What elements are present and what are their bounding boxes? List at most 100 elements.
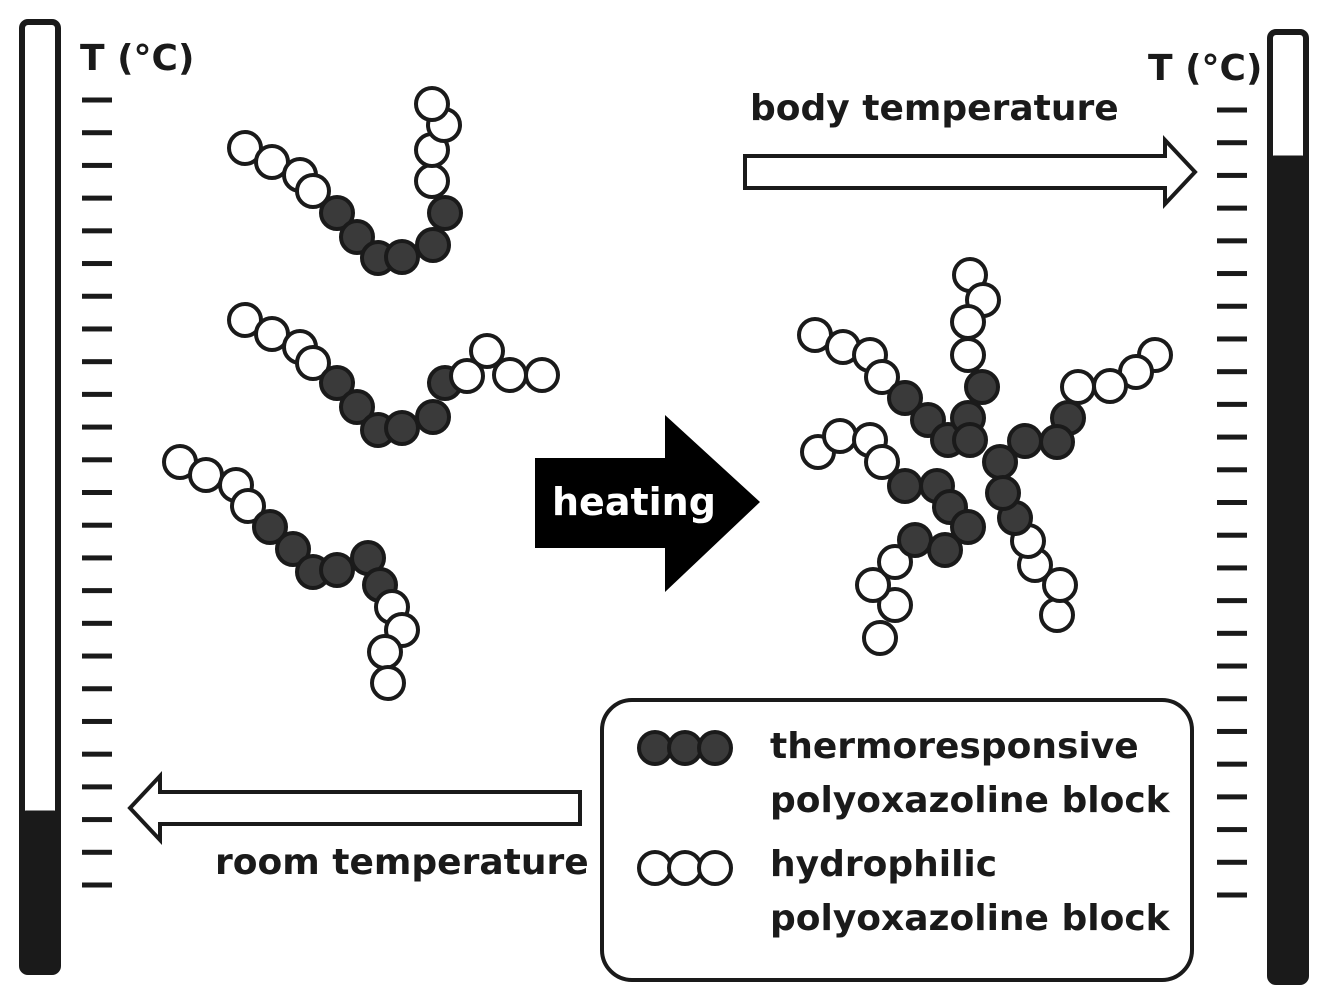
hydrophilic-bead <box>449 358 485 394</box>
thermoresponsive-bead <box>950 509 986 545</box>
right-tick <box>1217 401 1247 407</box>
left-tick <box>82 130 112 136</box>
legend-hydrophilic-bead <box>637 850 673 886</box>
right-tick <box>1217 859 1247 865</box>
right-tick <box>1217 369 1247 375</box>
legend-beads <box>637 730 733 886</box>
thermoresponsive-bead <box>319 552 355 588</box>
thermoresponsive-bead <box>339 389 375 425</box>
right-tick <box>1217 140 1247 146</box>
right-tick <box>1217 794 1247 800</box>
hydrophilic-bead <box>414 86 450 122</box>
left-tick <box>82 882 112 888</box>
right-tick <box>1217 467 1247 473</box>
left-tick <box>82 359 112 365</box>
right-tick <box>1217 336 1247 342</box>
right-tick <box>1217 598 1247 604</box>
polymer-chain-1 <box>227 86 463 276</box>
left-tick <box>82 195 112 201</box>
polymer-chain-3 <box>162 444 420 701</box>
hydrophilic-bead <box>877 544 913 580</box>
right-tick <box>1217 663 1247 669</box>
thermoresponsive-bead <box>415 227 451 263</box>
thermoresponsive-bead <box>1007 423 1043 459</box>
right-tick <box>1217 761 1247 767</box>
right-tick <box>1217 303 1247 309</box>
left-tick <box>82 751 112 757</box>
legend-hydro-line2: polyoxazoline block <box>770 898 1170 939</box>
left-axis-label: T (°C) <box>80 38 195 79</box>
legend-thermoresponsive-bead <box>667 730 703 766</box>
heating-label: heating <box>552 480 716 524</box>
hydrophilic-bead <box>414 163 450 199</box>
micelle-arm-5 <box>855 509 986 656</box>
hydrophilic-bead <box>950 304 986 340</box>
right-tick <box>1217 827 1247 833</box>
left-tick <box>82 261 112 267</box>
left-tick <box>82 588 112 594</box>
hydrophilic-bead <box>370 665 406 701</box>
micelle-arm-4 <box>800 418 968 525</box>
thermoresponsive-bead <box>982 444 1018 480</box>
left-tick <box>82 424 112 430</box>
left-tick <box>82 686 112 692</box>
left-tick <box>82 326 112 332</box>
right-tick <box>1217 500 1247 505</box>
polymer-chain-2 <box>227 302 560 448</box>
right-tick <box>1217 205 1247 211</box>
legend-hydrophilic: hydrophilic polyoxazoline block <box>770 838 1170 946</box>
thermoresponsive-bead <box>384 410 420 446</box>
left-tick <box>82 817 112 823</box>
right-tick <box>1217 172 1247 178</box>
left-tick <box>82 162 112 168</box>
body-temperature-arrow <box>743 134 1198 210</box>
hydrophilic-bead <box>230 488 266 524</box>
left-tick <box>82 849 112 855</box>
thermoresponsive-bead <box>897 522 933 558</box>
thermoresponsive-bead <box>319 195 355 231</box>
hydrophilic-bead <box>469 333 505 369</box>
thermoresponsive-bead <box>952 422 988 458</box>
thermoresponsive-bead <box>252 509 288 545</box>
polymer-chains <box>162 86 1173 701</box>
right-tick <box>1217 630 1247 636</box>
left-tick <box>82 97 112 103</box>
hydrophilic-bead <box>295 173 331 209</box>
right-tick <box>1217 532 1247 538</box>
heating-arrow <box>535 415 760 592</box>
hydrophilic-bead <box>367 634 403 670</box>
thermoresponsive-bead <box>275 531 311 567</box>
micelle-arm-6 <box>985 475 1078 633</box>
legend-thermoresponsive: thermoresponsive polyoxazoline block <box>770 720 1170 828</box>
thermoresponsive-bead <box>319 365 355 401</box>
right-tick <box>1217 728 1247 734</box>
left-tick <box>82 391 112 397</box>
thermoresponsive-bead <box>927 532 963 568</box>
legend-hydro-line1: hydrophilic <box>770 844 998 885</box>
hydrophilic-bead <box>1042 567 1078 603</box>
legend-thermo-line1: thermoresponsive <box>770 726 1139 767</box>
left-tick-marks <box>82 97 112 888</box>
micelle-arm-2 <box>950 257 1001 458</box>
right-tick-marks <box>1217 107 1247 898</box>
left-tick <box>82 228 112 234</box>
hydrophilic-bead <box>524 357 560 393</box>
thermoresponsive-bead <box>985 475 1021 511</box>
left-tick <box>82 555 112 561</box>
right-thermometer-fill <box>1270 155 1306 982</box>
left-thermometer <box>19 19 112 975</box>
hydrophilic-bead <box>295 345 331 381</box>
left-tick <box>82 718 112 724</box>
left-tick <box>82 490 112 495</box>
left-thermometer-fill <box>22 810 58 972</box>
legend-box <box>600 698 1194 982</box>
right-axis-label: T (°C) <box>1148 48 1263 89</box>
hydrophilic-bead <box>1060 369 1096 405</box>
left-tick <box>82 653 112 659</box>
hydrophilic-bead <box>877 587 913 623</box>
right-tick <box>1217 565 1247 571</box>
right-tick <box>1217 696 1247 702</box>
right-tick <box>1217 107 1247 113</box>
right-tick <box>1217 271 1247 277</box>
